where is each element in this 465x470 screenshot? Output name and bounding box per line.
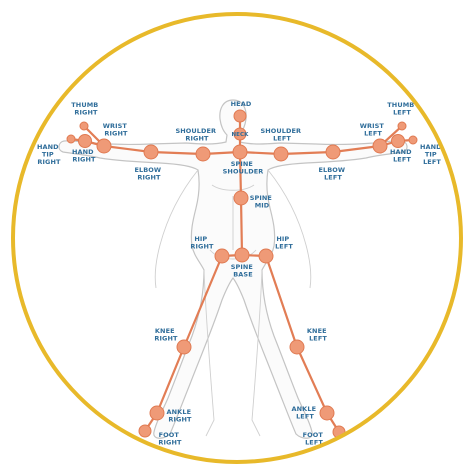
- label-hip-left: HIP LEFT: [275, 235, 293, 251]
- joint-shoulder-left: [273, 146, 289, 162]
- joint-wrist-right: [96, 138, 112, 154]
- bone-thigh-right: [182, 254, 224, 349]
- body-silhouette: [58, 99, 408, 439]
- chest-line: [211, 184, 255, 191]
- skeleton-joints: [66, 109, 418, 439]
- joint-labels: HEAD NECK SHOULDER RIGHT SHOULDER LEFT S…: [37, 100, 444, 447]
- label-head: HEAD: [231, 100, 252, 108]
- label-elbow-left: ELBOW LEFT: [318, 166, 347, 182]
- joint-thumb-right: [79, 121, 89, 131]
- bone-upperarm-right: [149, 150, 205, 156]
- joint-elbow-left: [325, 144, 341, 160]
- label-shoulder-right: SHOULDER RIGHT: [175, 127, 218, 143]
- joint-spine-mid: [233, 190, 249, 206]
- label-spine-mid: SPINE MID: [250, 194, 275, 210]
- joint-neck: [233, 127, 247, 141]
- label-wrist-left: WRIST LEFT: [360, 122, 387, 138]
- joint-knee-right: [176, 339, 192, 355]
- label-wrist-right: WRIST RIGHT: [103, 122, 130, 138]
- label-hand-tip-right: HAND TIP RIGHT: [37, 143, 61, 166]
- label-thumb-right: THUMB RIGHT: [71, 101, 100, 117]
- joint-hand-right: [78, 134, 92, 148]
- joint-spine-base: [234, 247, 250, 263]
- ghost-arm-left: [154, 169, 199, 289]
- joint-wrist-left: [372, 138, 388, 154]
- label-spine-base: SPINE BASE: [231, 263, 256, 279]
- label-neck: NECK: [231, 132, 249, 138]
- joint-knee-left: [289, 339, 305, 355]
- ghost-arm-right: [267, 169, 312, 289]
- label-foot-left: FOOT LEFT: [303, 431, 326, 447]
- bone-upperarm-left: [279, 150, 335, 156]
- joint-ankle-right: [149, 405, 165, 421]
- body-figure: [58, 99, 408, 439]
- bone-shin-left: [295, 345, 329, 415]
- joint-spine-shoulder: [232, 144, 248, 160]
- joint-hand-tip-left: [408, 135, 418, 145]
- label-thumb-left: THUMB LEFT: [387, 101, 416, 117]
- label-foot-right: FOOT RIGHT: [158, 431, 182, 447]
- joint-elbow-right: [143, 144, 159, 160]
- ghost-leg-right: [251, 269, 263, 437]
- label-shoulder-left: SHOULDER LEFT: [260, 127, 303, 143]
- ghost-leg-left: [203, 269, 215, 437]
- joint-head: [233, 109, 247, 123]
- label-hand-left: HAND LEFT: [390, 148, 414, 164]
- label-spine-shoulder: SPINE SHOULDER: [223, 160, 264, 176]
- label-elbow-right: ELBOW RIGHT: [134, 166, 163, 182]
- pelvis-line: [209, 249, 257, 260]
- enclosing-circle: [11, 12, 463, 464]
- joint-ankle-left: [319, 405, 335, 421]
- bone-spine-mid-base: [239, 196, 244, 257]
- bone-forearm-left: [331, 144, 382, 154]
- label-knee-right: KNEE RIGHT: [154, 327, 178, 343]
- joint-foot-right: [138, 424, 152, 438]
- label-hand-right: HAND RIGHT: [72, 148, 96, 164]
- label-ankle-left: ANKLE LEFT: [292, 405, 319, 421]
- label-knee-left: KNEE LEFT: [307, 327, 329, 343]
- joint-thumb-left: [397, 121, 407, 131]
- label-ankle-right: ANKLE RIGHT: [167, 408, 194, 424]
- bone-spine-shoulder-mid: [238, 150, 243, 200]
- joint-shoulder-right: [195, 146, 211, 162]
- bone-thigh-left: [264, 254, 299, 349]
- label-hand-tip-left: HAND TIP LEFT: [420, 143, 444, 166]
- joint-hand-left: [391, 134, 405, 148]
- bone-forearm-right: [102, 144, 153, 154]
- joint-hip-left: [258, 248, 274, 264]
- label-hip-right: HIP RIGHT: [190, 235, 214, 251]
- joint-hand-tip-right: [66, 134, 76, 144]
- joint-hip-right: [214, 248, 230, 264]
- bone-shin-right: [155, 345, 186, 415]
